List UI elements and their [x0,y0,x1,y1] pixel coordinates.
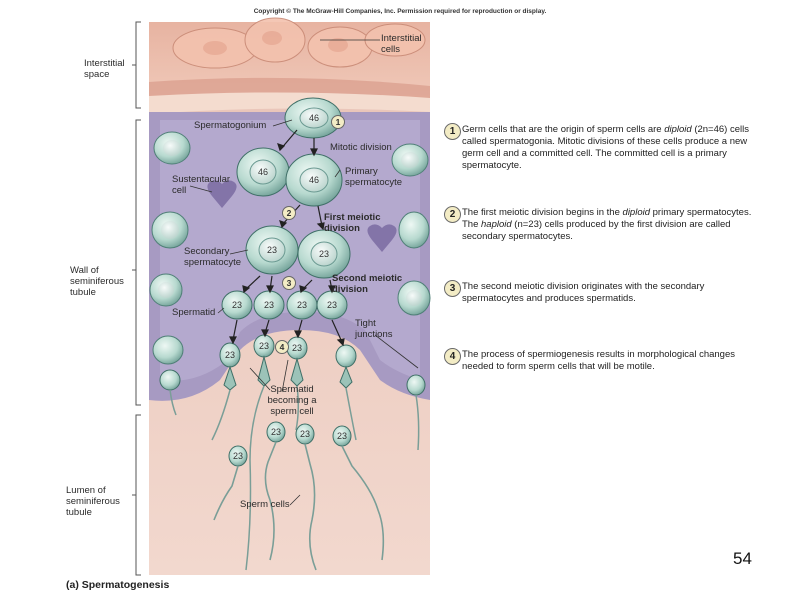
primary-spermatocyte-label: Primary spermatocyte [345,166,403,188]
step-number: 2 [444,206,461,223]
step-text: The process of spermiogenesis results in… [462,349,735,372]
svg-text:23: 23 [267,245,277,255]
svg-text:23: 23 [297,300,307,310]
svg-text:23: 23 [327,300,337,310]
svg-text:23: 23 [264,300,274,310]
secondary-spermatocyte-right: 23 [297,229,351,279]
step-2: 2 The first meiotic division begins in t… [444,206,764,257]
interstitial-cells [172,17,426,69]
svg-text:23: 23 [225,350,235,360]
step-text: The first meiotic division begins in the… [462,207,752,242]
svg-text:23: 23 [337,431,347,441]
copyright-notice: Copyright © The McGraw-Hill Companies, I… [253,8,547,15]
spermatogonium-cell: 46 [284,97,342,139]
step-4: 4 The process of spermiogenesis results … [444,348,764,375]
secondary-spermatocyte-label: Secondary spermatocyte [184,246,242,268]
svg-text:23: 23 [259,341,269,351]
step-number: 3 [444,280,461,297]
sperm-cells-label: Sperm cells [240,499,290,510]
svg-text:23: 23 [300,429,310,439]
mitotic-division-label: Mitotic division [330,142,392,153]
svg-text:23: 23 [271,427,281,437]
step-marker-1: 1 [331,115,345,129]
first-meiotic-division-label: First meiotic division [324,212,381,234]
sperm-cells: 23 23 23 23 [213,421,385,571]
svg-text:23: 23 [233,451,243,461]
figure-caption: (a) Spermatogenesis [66,579,170,591]
page-number: 54 [733,549,752,568]
sustentacular-nucleus [207,180,237,208]
svg-text:46: 46 [258,167,268,177]
svg-text:46: 46 [309,113,319,123]
step-1: 1 Germ cells that are the origin of sper… [444,123,764,174]
wall-label: Wall of seminiferous tubule [70,265,124,298]
lumen-label: Lumen of seminiferous tubule [66,485,120,518]
step-text: Germ cells that are the origin of sperm … [462,124,749,171]
step-number: 4 [444,348,461,365]
svg-text:23: 23 [232,300,242,310]
step-marker-2: 2 [282,206,296,220]
elongating-spermatids: 23 23 23 [159,334,426,571]
interstitial-cells-label: Interstitial cells [381,33,422,55]
basal-cells [149,131,431,365]
step-marker-3: 3 [282,276,296,290]
svg-text:46: 46 [309,175,319,185]
sustentacular-cell-label: Sustentacular cell [172,174,231,196]
spermatogonium-label: Spermatogonium [194,120,267,131]
germ-cell-daughter: 46 [236,147,290,197]
step-text: The second meiotic division originates w… [462,281,705,304]
tight-junctions-label: Tight junctions [355,318,393,340]
svg-text:23: 23 [319,249,329,259]
step-number: 1 [444,123,461,140]
step-3: 3 The second meiotic division originates… [444,280,764,307]
svg-text:23: 23 [292,343,302,353]
step-marker-4: 4 [275,340,289,354]
spermatid-becoming-label: Spermatid becoming a sperm cell [267,384,317,417]
secondary-spermatocyte-left: 23 [245,225,299,275]
spermatid-label: Spermatid [172,307,216,318]
spermatids: 23 23 23 23 [221,290,348,320]
primary-spermatocyte-cell: 46 [285,153,343,207]
interstitial-space-label: Interstitial space [84,58,125,80]
second-meiotic-division-label: Second meiotic division [332,273,403,295]
